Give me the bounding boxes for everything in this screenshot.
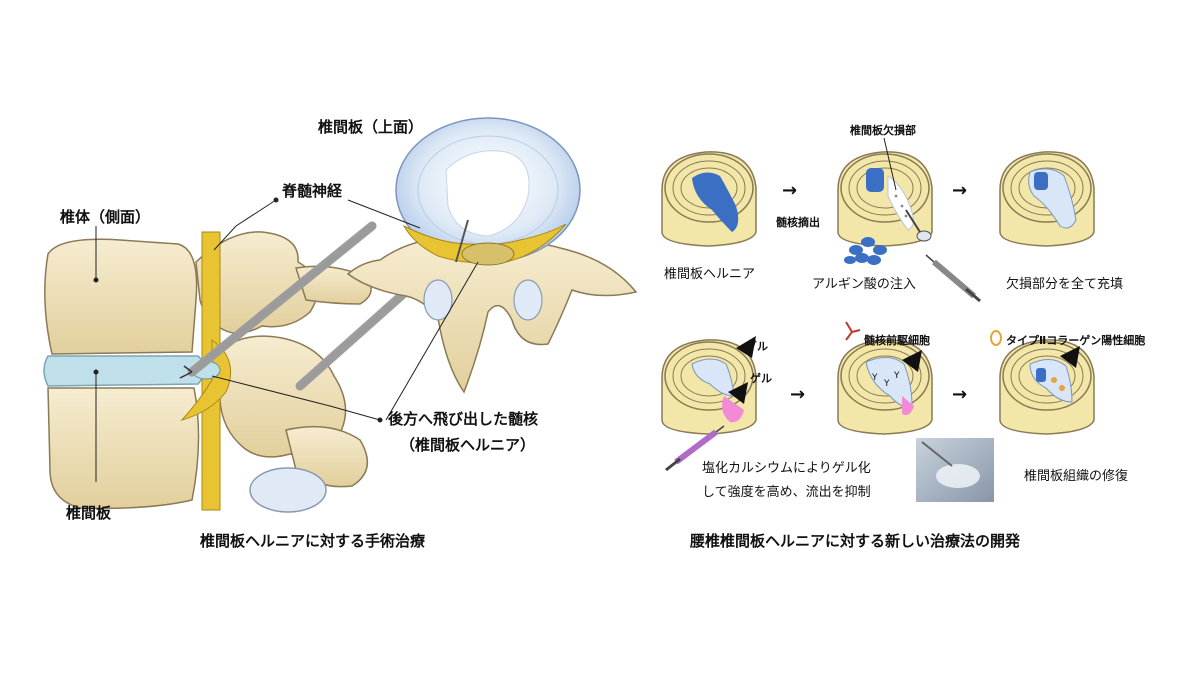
leader-defect — [883, 137, 897, 191]
top-view-instrument — [455, 219, 469, 263]
right-caption: 腰椎椎間板ヘルニアに対する新しい治療法の開発 — [689, 532, 1021, 550]
leader-spinal-nerve-top — [347, 199, 421, 229]
leader-herniated-side — [211, 375, 381, 421]
alginate-tablets-icon — [844, 237, 887, 265]
left-caption: 椎間板ヘルニアに対する手術治療 — [200, 532, 426, 550]
label-herniated-line2: （椎間板ヘルニア） — [400, 436, 535, 454]
label-spinal-nerve: 脊髄神経 — [281, 182, 343, 200]
curette-icon — [905, 209, 921, 233]
label-calcium-line2: して強度を高め、流出を抑制 — [702, 484, 871, 500]
arrow-3: → — [790, 384, 805, 405]
nerve-roots-top-view — [402, 223, 567, 264]
disc-panel-defect — [837, 151, 933, 247]
instrument-tip — [179, 365, 193, 379]
herniated-nucleus-top — [461, 242, 515, 266]
superior-view-vertebra — [346, 237, 638, 394]
label-vertebral-body: 椎体（側面） — [60, 208, 150, 226]
left-spine-diagram: 椎間板（上面） 脊髄神経 椎体（側面） 椎間板 後方へ飛び出した髄核 （椎間板ヘ… — [43, 117, 638, 550]
surgical-instrument-1 — [187, 221, 377, 377]
right-treatment-diagram: Y Y Y → → → → — [661, 123, 1145, 550]
leader-spinal-nerve — [213, 199, 277, 251]
syringe-icon-1 — [925, 254, 981, 303]
arrow-4: → — [952, 384, 967, 405]
disc-panel-progenitor: Y Y Y — [837, 321, 933, 435]
label-hernia: 椎間板ヘルニア — [664, 267, 755, 282]
label-fill: 欠損部分を全て充填 — [1006, 276, 1123, 292]
disc-panel-hernia — [661, 151, 757, 247]
label-disc-top-view: 椎間板（上面） — [318, 118, 423, 136]
leader-herniated-top — [385, 261, 479, 421]
disc-panel-repaired — [990, 330, 1095, 435]
svg-text:Y: Y — [883, 379, 890, 389]
progenitor-cell-icon — [845, 321, 861, 341]
label-disc: 椎間板 — [66, 504, 112, 522]
label-nucleus-removal: 髄核摘出 — [776, 215, 820, 229]
upper-vertebral-body — [44, 238, 198, 355]
superior-view-facet-right — [513, 279, 543, 321]
label-calcium-line1: 塩化カルシウムによりゲル化 — [702, 461, 871, 476]
lower-vertebral-body — [47, 387, 200, 510]
label-gel: ゲル — [750, 371, 772, 385]
label-progenitor: 髄核前駆細胞 — [864, 333, 930, 347]
svg-text:Y: Y — [893, 371, 900, 381]
intervertebral-disc-side — [43, 355, 206, 387]
label-herniated-line1: 後方へ飛び出した髄核 — [387, 410, 538, 428]
lower-process-end — [249, 467, 327, 513]
surgical-instrument-2 — [295, 283, 415, 391]
label-defect: 椎間板欠損部 — [849, 123, 916, 137]
svg-text:Y: Y — [871, 373, 878, 383]
label-arginate: アルギン酸の注入 — [812, 277, 916, 292]
label-repair: 椎間板組織の修復 — [1024, 468, 1128, 484]
syringe-icon-2 — [665, 425, 725, 472]
arrow-2: → — [952, 180, 967, 201]
nerve-root — [180, 339, 232, 421]
type2-cell-icon — [990, 330, 1002, 346]
disc-panel-filled — [999, 151, 1095, 247]
label-type2: タイプⅡコラーゲン陽性細胞 — [1006, 333, 1145, 347]
superior-view-facet-left — [423, 279, 453, 321]
disc-top-nucleus — [445, 150, 530, 237]
arrow-1: → — [782, 180, 797, 201]
upper-posterior-elements — [195, 231, 319, 334]
label-sol: ゾル — [746, 339, 768, 353]
disc-panel-sol-gel — [661, 336, 757, 435]
